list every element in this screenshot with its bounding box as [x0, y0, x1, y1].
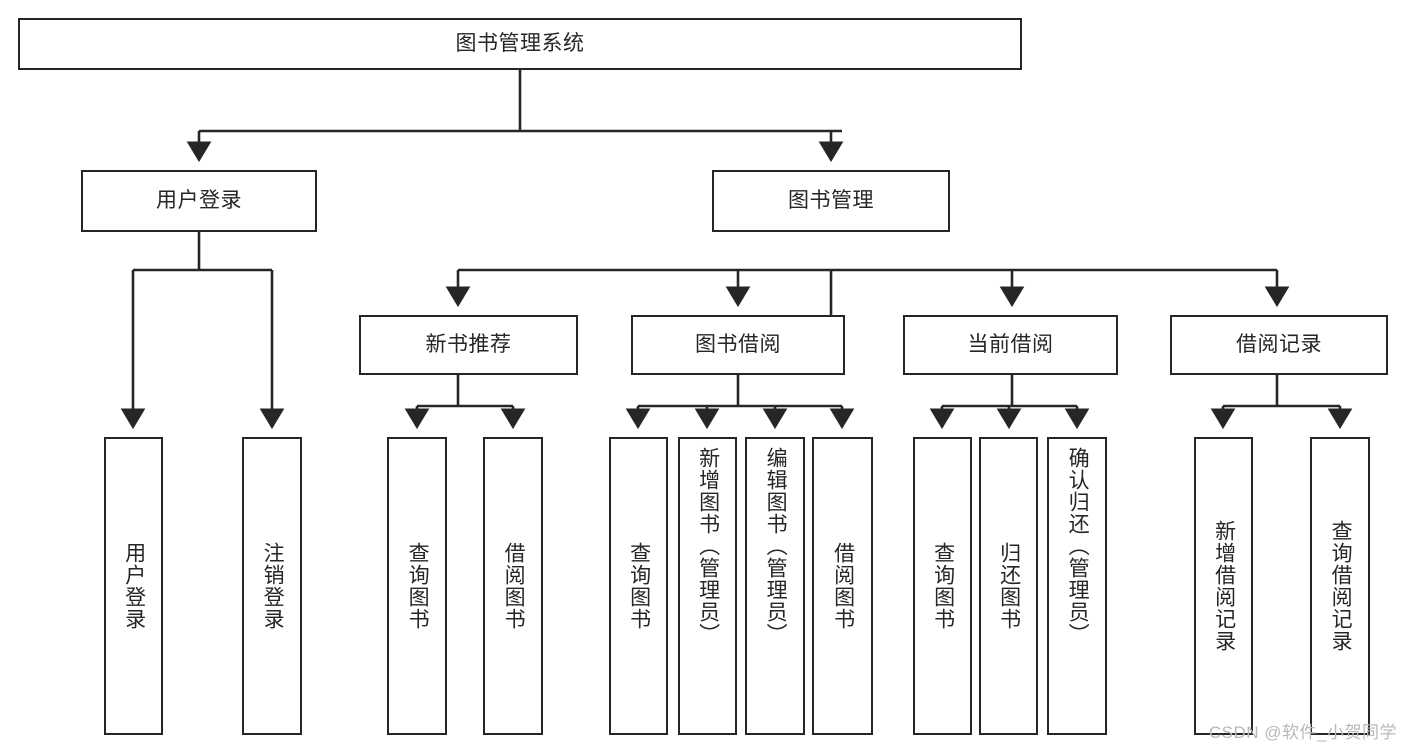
node-leaf-confirm-return[interactable]: 确认归还（管理员） — [1047, 437, 1107, 735]
node-leaf-logout[interactable]: 注销登录 — [242, 437, 302, 735]
node-book-borrow-label: 图书借阅 — [695, 333, 781, 357]
node-leaf-return-book-label: 归还图书 — [997, 542, 1021, 630]
node-leaf-add-book-label: 新增图书（管理员） — [696, 447, 720, 645]
node-leaf-query-record-label: 查询借阅记录 — [1329, 520, 1353, 652]
node-new-book-rec[interactable]: 新书推荐 — [359, 315, 578, 375]
node-root[interactable]: 图书管理系统 — [18, 18, 1022, 70]
node-leaf-logout-label: 注销登录 — [261, 542, 285, 630]
node-leaf-edit-book[interactable]: 编辑图书（管理员） — [745, 437, 805, 735]
node-leaf-query-book-2-label: 查询图书 — [627, 542, 651, 630]
node-leaf-query-book-1-label: 查询图书 — [406, 542, 430, 630]
node-new-book-rec-label: 新书推荐 — [425, 333, 512, 357]
node-leaf-query-book-1[interactable]: 查询图书 — [387, 437, 447, 735]
node-leaf-add-book[interactable]: 新增图书（管理员） — [678, 437, 737, 735]
node-leaf-borrow-book-1-label: 借阅图书 — [502, 542, 526, 630]
node-leaf-edit-book-label: 编辑图书（管理员） — [764, 447, 788, 645]
node-current-borrow-label: 当前借阅 — [967, 333, 1054, 357]
node-leaf-query-book-3-label: 查询图书 — [931, 542, 955, 630]
node-leaf-user-login-label: 用户登录 — [122, 542, 146, 630]
node-user-login[interactable]: 用户登录 — [81, 170, 317, 232]
node-book-manage-label: 图书管理 — [788, 189, 874, 213]
node-leaf-add-record[interactable]: 新增借阅记录 — [1194, 437, 1253, 735]
node-book-borrow[interactable]: 图书借阅 — [631, 315, 845, 375]
node-leaf-return-book[interactable]: 归还图书 — [979, 437, 1038, 735]
node-root-label: 图书管理系统 — [455, 32, 585, 56]
csdn-watermark: CSDN @软件_小贺同学 — [1208, 723, 1397, 742]
node-book-manage[interactable]: 图书管理 — [712, 170, 950, 232]
node-leaf-add-record-label: 新增借阅记录 — [1212, 520, 1236, 652]
node-current-borrow[interactable]: 当前借阅 — [903, 315, 1118, 375]
node-leaf-borrow-book-1[interactable]: 借阅图书 — [483, 437, 543, 735]
node-leaf-confirm-return-label: 确认归还（管理员） — [1066, 447, 1090, 645]
node-leaf-borrow-book-2[interactable]: 借阅图书 — [812, 437, 873, 735]
node-borrow-record[interactable]: 借阅记录 — [1170, 315, 1388, 375]
node-leaf-query-book-2[interactable]: 查询图书 — [609, 437, 668, 735]
node-borrow-record-label: 借阅记录 — [1236, 333, 1322, 357]
node-user-login-label: 用户登录 — [156, 189, 242, 213]
node-leaf-borrow-book-2-label: 借阅图书 — [831, 542, 855, 630]
node-leaf-user-login[interactable]: 用户登录 — [104, 437, 163, 735]
node-leaf-query-book-3[interactable]: 查询图书 — [913, 437, 972, 735]
node-leaf-query-record[interactable]: 查询借阅记录 — [1310, 437, 1370, 735]
